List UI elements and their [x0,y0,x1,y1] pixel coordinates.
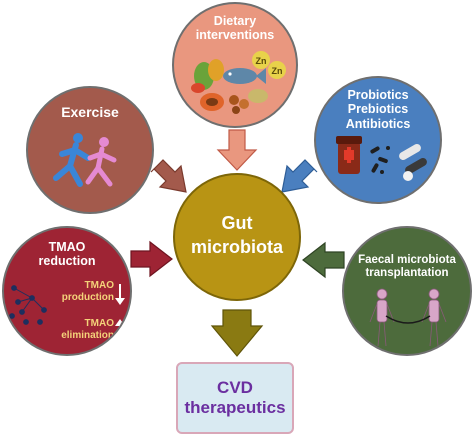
capsules-icon [370,146,390,174]
tmao-elimination-line2: elimination [61,329,114,341]
runners-icon [53,133,117,187]
gut-label-line2: microbiota [190,237,283,258]
tmao-molecule-icon [9,285,47,325]
svg-text:Zn: Zn [256,56,267,66]
gut-label-line1: Gut [221,213,253,233]
up-arrow-icon [115,319,125,340]
antibiotics-label-line3: Antibiotics [345,116,411,131]
probiotics-label: Probiotics Prebiotics Antibiotics [316,88,440,131]
papaya-icon [200,93,224,111]
tmao-elimination-label: TMAO elimination [52,318,114,341]
cvd-label-line1: CVD [217,377,253,397]
tmao-production-label: TMAO production [52,280,114,303]
probiotics-label-line1: Probiotics [347,88,409,102]
pill-bottle-icon [336,136,362,174]
exercise-node: Exercise [26,86,154,214]
tmao-title-line2: reduction [38,254,96,269]
exercise-label: Exercise [61,104,119,120]
faecal-label: Faecal microbiota transplantation [344,254,470,280]
arrow-dietary [216,129,258,171]
arrow-faecal [302,241,345,279]
human-bodies-icon [369,288,447,347]
arrow-pro [281,159,318,193]
gut-microbiota-label: Gut microbiota [175,211,299,260]
dietary-label-line1: Dietary [213,14,257,28]
svg-text:Zn: Zn [272,66,283,76]
tmao-title-line1: TMAO [48,240,86,254]
medicine-illustration [336,136,427,181]
cvd-therapeutics-box: CVD therapeutics [176,362,294,434]
arrow-tmao [130,240,173,278]
dietary-interventions-node: Dietary interventions [172,2,298,128]
food-illustration: Zn Zn [191,51,286,114]
arrow-cvd [210,309,264,357]
tmao-arrows [115,284,125,340]
prebiotics-label-line2: Prebiotics [347,102,409,117]
pills-icon [399,144,427,181]
tmao-production-line1: TMAO [84,280,114,291]
zinc-icon: Zn Zn [252,51,286,79]
nuts-icon [229,95,249,114]
faecal-label-line2: transplantation [365,267,449,280]
tmao-reduction-node: TMAO reduction TMAO production [2,226,132,356]
gut-microbiota-node: Gut microbiota [173,173,301,301]
dietary-label-line2: interventions [195,28,275,43]
grains-icon [248,89,268,103]
faecal-label-line1: Faecal microbiota [358,254,456,266]
vegetables-icon [191,59,224,93]
fish-icon [223,68,266,84]
cvd-label-line2: therapeutics [184,398,286,417]
tmao-reduction-title: TMAO reduction [4,240,130,269]
probiotics-node: Probiotics Prebiotics Antibiotics [314,76,442,204]
transfer-tube [385,315,431,324]
tmao-production-line2: production [61,291,114,303]
arrow-exercise [150,159,187,193]
dietary-label: Dietary interventions [174,14,296,43]
down-arrow-icon [115,284,125,305]
faecal-transplantation-node: Faecal microbiota transplantation [342,226,472,356]
tmao-elimination-line1: TMAO [84,318,114,329]
